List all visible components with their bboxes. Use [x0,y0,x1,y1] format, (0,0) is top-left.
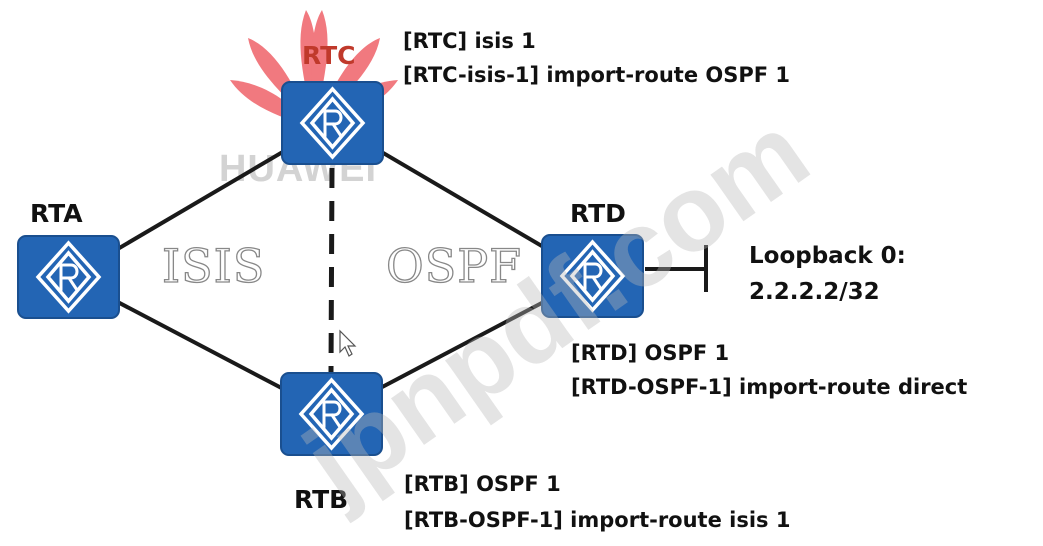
rtb-config-line-1: [RTB] OSPF 1 [404,472,561,496]
router-label-rtd: RTD [570,199,626,228]
link-rtc-rtb-dashed [328,167,335,373]
router-label-rta: RTA [30,199,83,228]
rtc-config-line-1: [RTC] isis 1 [403,29,536,53]
loopback-interface-label: Loopback 0: [749,243,906,269]
mouse-cursor-icon [339,329,357,357]
rtd-config-line-1: [RTD] OSPF 1 [571,341,730,365]
router-rtc[interactable] [280,80,385,166]
area-label-isis: ISIS [161,239,266,293]
rtd-config-line-2: [RTD-OSPF-1] import-route direct [571,375,968,399]
router-rtd[interactable] [540,233,645,319]
area-label-ospf: OSPF [385,239,523,293]
router-label-rtb: RTB [294,485,349,514]
router-rta[interactable] [16,234,121,320]
router-rtb[interactable] [279,371,384,457]
rtb-config-line-2: [RTB-OSPF-1] import-route isis 1 [404,508,791,532]
rtc-config-line-2: [RTC-isis-1] import-route OSPF 1 [403,63,791,87]
loopback-address: 2.2.2.2/32 [749,279,880,305]
router-label-rtc: RTC [302,41,356,70]
